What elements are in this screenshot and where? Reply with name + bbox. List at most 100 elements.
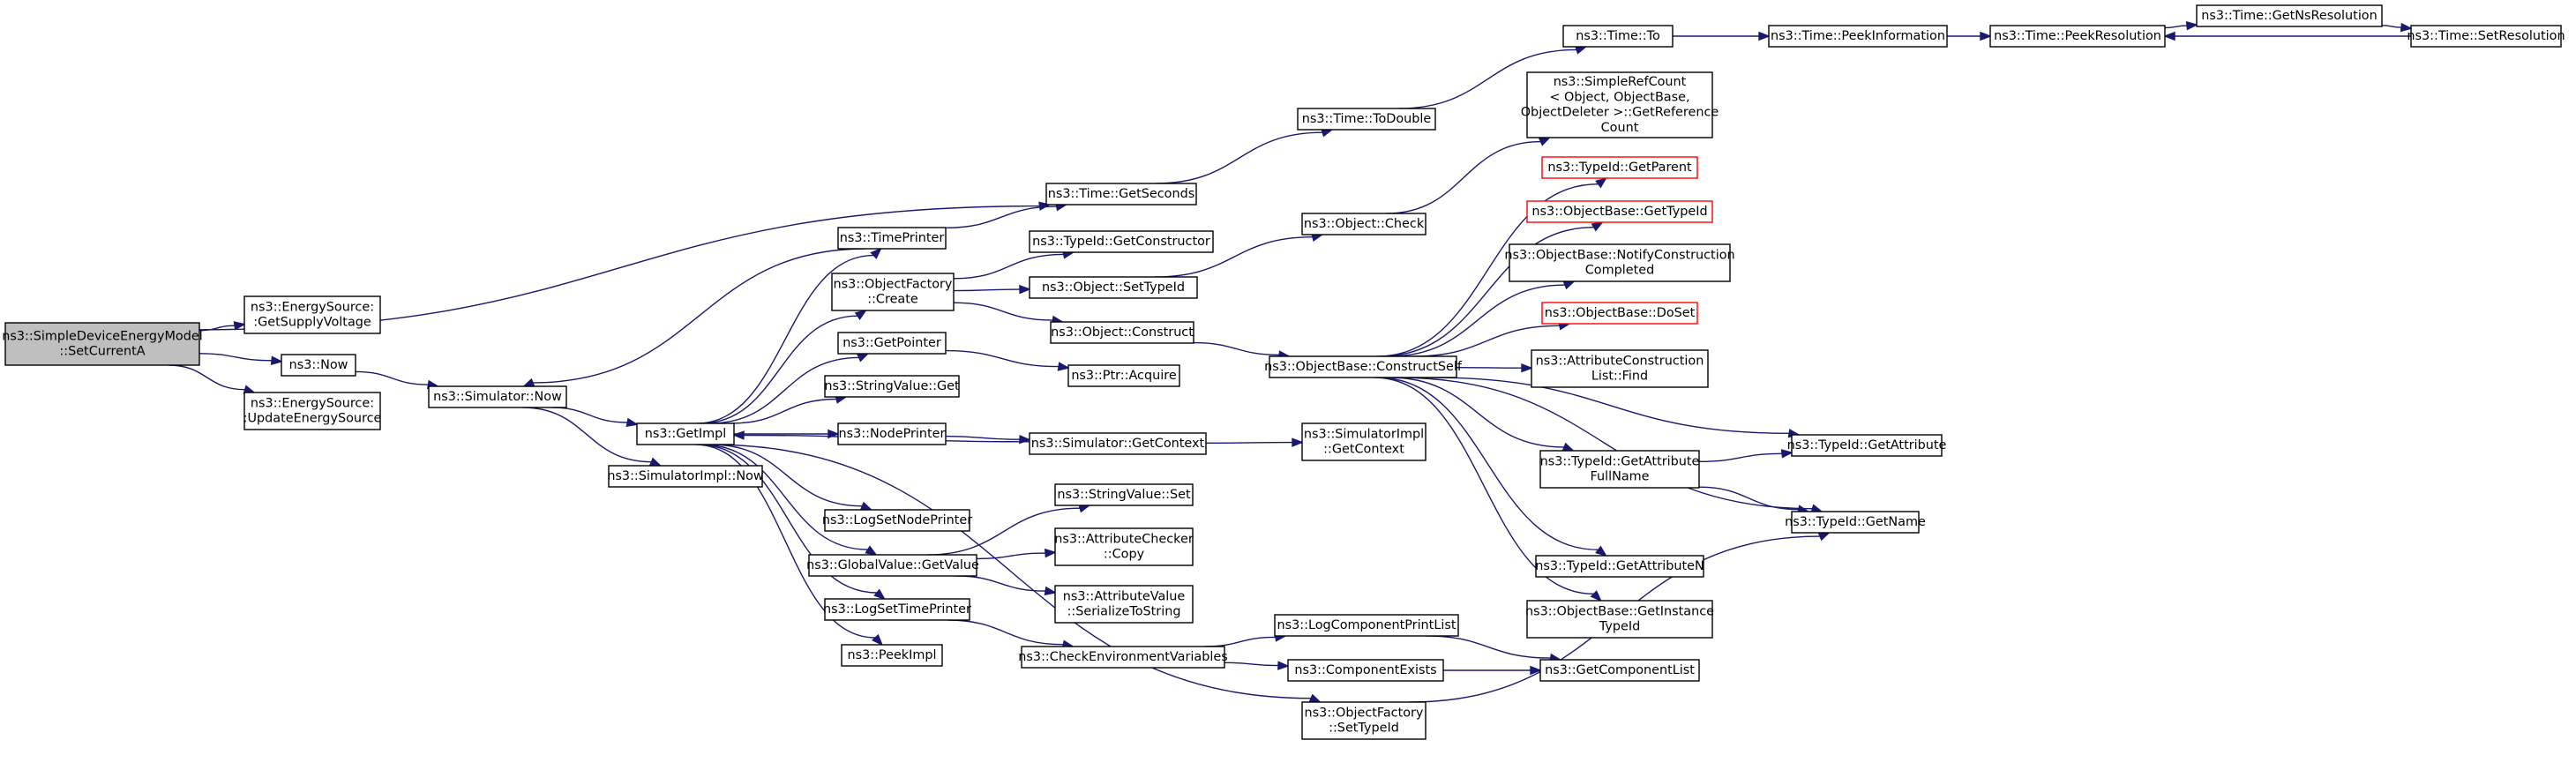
- node-update[interactable]: ns3::EnergySource::UpdateEnergySource: [243, 392, 382, 430]
- node-simplerefcount[interactable]: ns3::SimpleRefCount< Object, ObjectBase,…: [1521, 71, 1719, 138]
- node-box-peekimpl[interactable]: [841, 644, 943, 667]
- node-box-objfactcreate[interactable]: [831, 273, 955, 311]
- node-timeprinter[interactable]: ns3::TimePrinter: [837, 227, 947, 250]
- node-box-root[interactable]: [4, 322, 200, 366]
- node-getparent[interactable]: ns3::TypeId::GetParent: [1541, 156, 1698, 179]
- node-todouble[interactable]: ns3::Time::ToDouble: [1297, 108, 1436, 131]
- node-simimplgetctx[interactable]: ns3::SimulatorImpl::GetContext: [1301, 422, 1427, 461]
- node-box-attrcheckcopy[interactable]: [1054, 527, 1194, 566]
- node-box-getparent[interactable]: [1541, 156, 1698, 179]
- node-gvgetvalue[interactable]: ns3::GlobalValue::GetValue: [806, 554, 979, 577]
- node-logcompprint[interactable]: ns3::LogComponentPrintList: [1274, 614, 1459, 637]
- node-supply[interactable]: ns3::EnergySource::GetSupplyVoltage: [243, 295, 381, 334]
- node-box-constructself[interactable]: [1269, 355, 1457, 378]
- node-box-getpointer[interactable]: [837, 332, 947, 355]
- node-lognodeprinter[interactable]: ns3::LogSetNodePrinter: [822, 509, 972, 532]
- node-objsettypeid[interactable]: ns3::Object::SetTypeId: [1029, 276, 1198, 299]
- node-box-stringget[interactable]: [824, 375, 960, 398]
- node-box-timeprinter[interactable]: [837, 227, 947, 250]
- node-box-simimplgetctx[interactable]: [1301, 422, 1427, 461]
- node-ptracquire[interactable]: ns3::Ptr::Acquire: [1067, 364, 1180, 387]
- node-box-getconstructor[interactable]: [1029, 230, 1214, 253]
- node-checkenv[interactable]: ns3::CheckEnvironmentVariables: [1018, 646, 1228, 669]
- node-peekres[interactable]: ns3::Time::PeekResolution: [1989, 25, 2166, 48]
- node-box-attrvalueser[interactable]: [1054, 585, 1194, 624]
- node-peekimpl[interactable]: ns3::PeekImpl: [841, 644, 943, 667]
- node-box-compexists[interactable]: [1287, 659, 1444, 682]
- node-implnow[interactable]: ns3::SimulatorImpl::Now: [607, 465, 764, 488]
- node-box-peekinfo[interactable]: [1768, 25, 1948, 48]
- node-box-notifyconstr[interactable]: [1509, 243, 1731, 282]
- node-getnsres[interactable]: ns3::Time::GetNsResolution: [2196, 4, 2383, 27]
- node-getcomplist[interactable]: ns3::GetComponentList: [1539, 659, 1700, 682]
- node-logtimeprinter[interactable]: ns3::LogSetTimePrinter: [823, 598, 971, 621]
- node-now[interactable]: ns3::Now: [281, 354, 356, 377]
- node-box-getattribute[interactable]: [1791, 434, 1943, 457]
- node-box-checkenv[interactable]: [1021, 646, 1225, 669]
- node-box-attrconstrfind[interactable]: [1531, 349, 1709, 388]
- node-box-implnow[interactable]: [608, 465, 763, 488]
- node-box-setres[interactable]: [2410, 25, 2562, 48]
- node-box-supply[interactable]: [243, 295, 381, 334]
- node-compexists[interactable]: ns3::ComponentExists: [1287, 659, 1444, 682]
- node-doset[interactable]: ns3::ObjectBase::DoSet: [1541, 302, 1698, 325]
- node-box-objconstruct[interactable]: [1050, 321, 1194, 344]
- node-box-timeto[interactable]: [1562, 25, 1674, 48]
- node-root[interactable]: ns3::SimpleDeviceEnergyModel::SetCurrent…: [2, 322, 203, 366]
- node-box-obgettypeid[interactable]: [1526, 200, 1713, 223]
- node-box-nodeprinter[interactable]: [837, 422, 947, 445]
- node-peekinfo[interactable]: ns3::Time::PeekInformation: [1768, 25, 1948, 48]
- node-attrcheckcopy[interactable]: ns3::AttributeChecker::Copy: [1054, 527, 1194, 566]
- node-timeto[interactable]: ns3::Time::To: [1562, 25, 1674, 48]
- node-stringget[interactable]: ns3::StringValue::Get: [824, 375, 960, 398]
- node-obgettypeid[interactable]: ns3::ObjectBase::GetTypeId: [1526, 200, 1713, 223]
- node-setres[interactable]: ns3::Time::SetResolution: [2407, 25, 2565, 48]
- node-box-objsettypeid[interactable]: [1029, 276, 1198, 299]
- node-box-now[interactable]: [281, 354, 356, 377]
- node-box-lognodeprinter[interactable]: [824, 509, 970, 532]
- node-box-ptracquire[interactable]: [1067, 364, 1180, 387]
- node-box-objfactsettypeid[interactable]: [1301, 701, 1427, 740]
- node-getname[interactable]: ns3::TypeId::GetName: [1785, 511, 1926, 534]
- node-box-peekres[interactable]: [1989, 25, 2166, 48]
- node-getimpl[interactable]: ns3::GetImpl: [636, 422, 735, 445]
- node-box-getinstancetypeid[interactable]: [1526, 600, 1713, 639]
- node-box-getattributen[interactable]: [1535, 555, 1704, 578]
- node-box-simgetcontext[interactable]: [1029, 432, 1207, 455]
- node-box-getimpl[interactable]: [636, 422, 735, 445]
- node-box-getseconds[interactable]: [1045, 183, 1197, 206]
- node-getpointer[interactable]: ns3::GetPointer: [837, 332, 947, 355]
- node-stringset[interactable]: ns3::StringValue::Set: [1054, 483, 1194, 506]
- node-box-simplerefcount[interactable]: [1526, 71, 1713, 138]
- node-constructself[interactable]: ns3::ObjectBase::ConstructSelf: [1264, 355, 1463, 378]
- node-box-getcomplist[interactable]: [1539, 659, 1700, 682]
- node-box-simnow[interactable]: [428, 385, 567, 408]
- node-box-logtimeprinter[interactable]: [824, 598, 970, 621]
- node-getattribute[interactable]: ns3::TypeId::GetAttribute: [1787, 434, 1947, 457]
- node-objconstruct[interactable]: ns3::Object::Construct: [1050, 321, 1194, 344]
- node-getconstructor[interactable]: ns3::TypeId::GetConstructor: [1029, 230, 1214, 253]
- node-box-todouble[interactable]: [1297, 108, 1436, 131]
- node-box-logcompprint[interactable]: [1274, 614, 1459, 637]
- node-getattributen[interactable]: ns3::TypeId::GetAttributeN: [1535, 555, 1704, 578]
- node-simgetcontext[interactable]: ns3::Simulator::GetContext: [1029, 432, 1207, 455]
- node-nodeprinter[interactable]: ns3::NodePrinter: [837, 422, 947, 445]
- node-box-stringset[interactable]: [1054, 483, 1194, 506]
- node-box-getnsres[interactable]: [2196, 4, 2383, 27]
- node-box-doset[interactable]: [1541, 302, 1698, 325]
- node-getseconds[interactable]: ns3::Time::GetSeconds: [1045, 183, 1197, 206]
- node-box-update[interactable]: [243, 392, 381, 430]
- node-notifyconstr[interactable]: ns3::ObjectBase::NotifyConstructionCompl…: [1504, 243, 1735, 282]
- node-box-getattrfullname[interactable]: [1539, 450, 1700, 489]
- node-box-objcheck[interactable]: [1301, 213, 1427, 235]
- node-objfactsettypeid[interactable]: ns3::ObjectFactory::SetTypeId: [1301, 701, 1427, 740]
- node-box-getname[interactable]: [1791, 511, 1920, 534]
- node-simnow[interactable]: ns3::Simulator::Now: [428, 385, 567, 408]
- node-attrvalueser[interactable]: ns3::AttributeValue::SerializeToString: [1054, 585, 1194, 624]
- node-objcheck[interactable]: ns3::Object::Check: [1301, 213, 1427, 235]
- node-box-gvgetvalue[interactable]: [808, 554, 977, 577]
- node-objfactcreate[interactable]: ns3::ObjectFactory::Create: [831, 273, 955, 311]
